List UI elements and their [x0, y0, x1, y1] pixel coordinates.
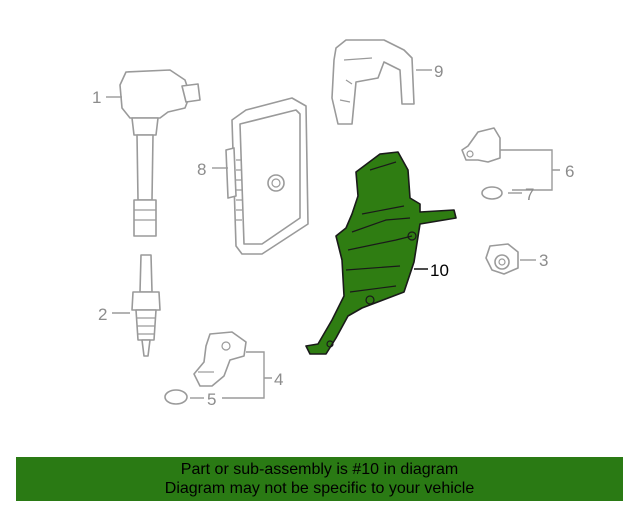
- callout-3[interactable]: 3: [539, 251, 548, 270]
- leader-6: [500, 149, 560, 191]
- ecm-mounting-bracket-highlighted[interactable]: [305, 151, 457, 355]
- spark-plug[interactable]: [131, 254, 161, 357]
- callout-8[interactable]: 8: [197, 160, 206, 179]
- knock-sensor[interactable]: [485, 243, 519, 275]
- engine-control-module[interactable]: [225, 97, 309, 255]
- sensor-o-ring-5[interactable]: [164, 389, 188, 405]
- position-sensor[interactable]: [461, 127, 501, 163]
- callout-10[interactable]: 10: [430, 261, 449, 280]
- callout-6[interactable]: 6: [565, 162, 574, 181]
- parts-diagram: 1 2 8 9 10: [92, 39, 574, 409]
- banner-line-2: Diagram may not be specific to your vehi…: [164, 480, 475, 497]
- callout-5[interactable]: 5: [207, 390, 216, 409]
- highlight-banner: Part or sub-assembly is #10 in diagram D…: [16, 457, 623, 501]
- callout-2[interactable]: 2: [98, 305, 107, 324]
- callout-1[interactable]: 1: [92, 88, 101, 107]
- banner-line-1: Part or sub-assembly is #10 in diagram: [180, 461, 459, 478]
- ignition-coil[interactable]: [119, 69, 201, 237]
- sensor-o-ring-7[interactable]: [481, 186, 503, 200]
- callout-7[interactable]: 7: [525, 185, 534, 204]
- crank-position-sensor[interactable]: [193, 331, 247, 387]
- leader-4: [222, 351, 272, 399]
- callout-4[interactable]: 4: [274, 370, 283, 389]
- upper-bracket[interactable]: [331, 39, 415, 125]
- callout-9[interactable]: 9: [434, 62, 443, 81]
